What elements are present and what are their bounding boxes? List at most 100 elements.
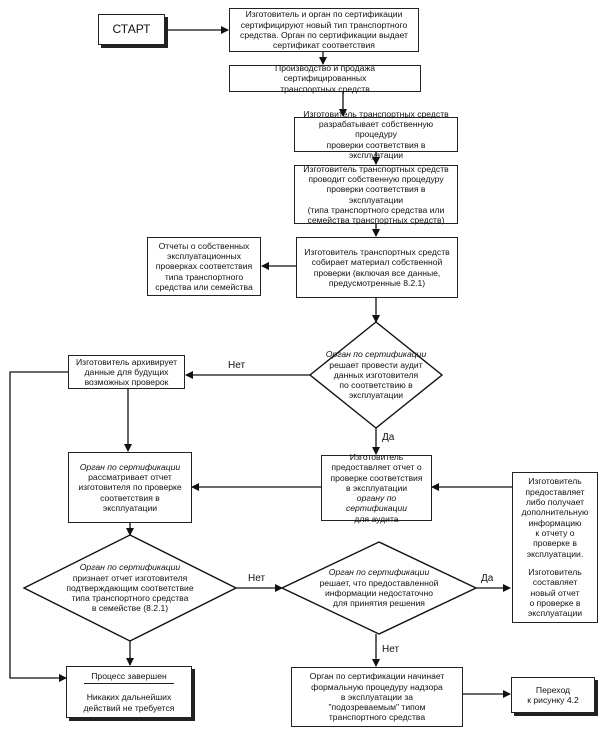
extra-line-11: новый отчет <box>530 587 580 598</box>
extra-line-1: Изготовитель <box>528 476 582 487</box>
production-line-2: транспортных средств <box>280 83 370 94</box>
archive-line-3: возможных проверок <box>84 377 169 388</box>
decision2-line-1: Орган по сертификации <box>79 562 181 573</box>
decision2-text: Орган по сертификации признает отчет изг… <box>60 558 200 618</box>
extra-line-13: эксплуатации <box>527 608 583 619</box>
production-line-1: Производство и продажа сертифицированных <box>275 63 375 84</box>
decision3-line-4: для принятия решения <box>333 598 425 609</box>
decision1-line-1: Орган по сертификации <box>325 349 427 360</box>
review-report-box: Орган по сертификации рассматривает отче… <box>68 452 192 523</box>
finished-title: Процесс завершен <box>83 671 175 685</box>
review-line-3: изготовителя по проверке <box>78 482 182 493</box>
decision3-no-label: Нет <box>382 644 400 655</box>
decision1-line-3: данных изготовителя <box>333 369 419 380</box>
reports-line-5: средства или семейства <box>155 281 253 292</box>
extra-line-6: к отчету о <box>535 528 575 539</box>
review-line-2: рассматривает отчет <box>88 472 172 483</box>
collect-line-4: предусмотренные 8.2.1) <box>328 277 426 288</box>
decision2-no-label: Нет <box>248 573 266 584</box>
conduct-line-4: (типа транспортного средства или <box>307 204 445 215</box>
reports-line-4: типа транспортного <box>164 271 244 282</box>
decision1-text: Орган по сертификации решает провести ау… <box>316 346 436 404</box>
self-check-reports-box: Отчеты о собственных эксплуатационных пр… <box>147 237 261 296</box>
reports-line-3: проверках соответствия <box>155 261 253 272</box>
provide-line-3: проверке соответствия <box>330 472 423 483</box>
decision1-diamond <box>308 321 444 429</box>
certify-line-1: Изготовитель и орган по сертификации <box>245 9 403 20</box>
provide-line-6: для аудита <box>354 513 399 524</box>
arrow-archive-to-finished <box>9 371 68 682</box>
certify-line-4: сертификат соответствия <box>273 40 375 51</box>
conduct-line-5: семейства транспортных средств) <box>307 215 445 226</box>
provide-line-5: органу по сертификации <box>345 493 408 514</box>
conduct-line-2: проводит собственную процедуру <box>308 173 444 184</box>
extra-line-10: составляет <box>532 577 578 588</box>
develop-line-1: Изготовитель транспортных средств <box>303 108 449 119</box>
provide-line-2: предоставляет отчет о <box>331 462 422 473</box>
decision2-line-3: подтверждающим соответствие <box>66 582 194 593</box>
collect-line-3: проверки (включая все данные, <box>313 267 441 278</box>
certify-line-2: сертифицируют новый тип транспортного <box>240 19 408 30</box>
provide-report-box: Изготовитель предоставляет отчет о прове… <box>321 451 432 524</box>
process-finished-box: Процесс завершен Никаких дальнейших дейс… <box>66 666 192 718</box>
decision2-line-4: типа транспортного средства <box>71 593 189 604</box>
decision3-line-1: Орган по сертификации <box>328 567 430 578</box>
extra-line-5: информацию <box>528 517 582 528</box>
decision1-line-2: решает провести аудит <box>329 359 423 370</box>
formal-line-2: формальную процедуру надзора <box>311 681 443 692</box>
finished-line-2: действий не требуется <box>83 702 175 713</box>
formal-procedure-box: Орган по сертификации начинает формальну… <box>291 667 463 727</box>
certify-new-type-box: Изготовитель и орган по сертификации сер… <box>229 8 419 52</box>
conduct-line-1: Изготовитель транспортных средств <box>303 163 449 174</box>
decision1-no-label: Нет <box>228 360 246 371</box>
formal-line-1: Орган по сертификации начинает <box>309 671 445 682</box>
decision3-diamond <box>280 541 478 635</box>
extra-line-8: эксплуатации. <box>526 548 584 559</box>
provide-line-4: в эксплуатации <box>345 482 408 493</box>
goto-figure-box: Переход к рисунку 4.2 <box>511 677 595 713</box>
review-line-4: соответствия в <box>100 492 160 503</box>
extra-line-4: дополнительную <box>521 507 589 518</box>
extra-line-7: проверке в <box>533 538 577 549</box>
reports-line-1: Отчеты о собственных <box>158 240 250 251</box>
collect-line-1: Изготовитель транспортных средств <box>304 246 450 257</box>
decision3-line-2: решает, что предоставленной <box>319 577 439 588</box>
develop-procedure-box: Изготовитель транспортных средств разраб… <box>294 109 458 160</box>
reports-line-2: эксплуатационных <box>166 251 242 262</box>
start-box: СТАРТ <box>98 14 165 45</box>
decision1-yes-label: Да <box>382 432 395 443</box>
decision3-yes-label: Да <box>481 573 494 584</box>
develop-line-2: разрабатывает собственную процедуру <box>318 119 434 140</box>
collect-material-box: Изготовитель транспортных средств собира… <box>296 237 458 298</box>
extra-line-12: о проверке в <box>529 597 581 608</box>
develop-line-3: проверки соответствия в эксплуатации <box>326 139 426 160</box>
start-label: СТАРТ <box>112 22 151 37</box>
decision1-line-4: по соответствию в <box>339 380 413 391</box>
conduct-line-3: проверки соответствия в эксплуатации <box>326 184 426 205</box>
decision3-text: Орган по сертификации решает, что предос… <box>310 565 448 611</box>
extra-line-3: либо получает <box>525 497 585 508</box>
production-sales-box: Производство и продажа сертифицированных… <box>229 63 421 94</box>
conduct-procedure-box: Изготовитель транспортных средств провод… <box>294 163 458 226</box>
collect-line-2: собирает материал собственной <box>311 257 443 268</box>
formal-line-3: в эксплуатации за <box>340 691 414 702</box>
provide-line-1: Изготовитель <box>349 451 404 462</box>
review-line-5: эксплуатации <box>102 502 158 513</box>
archive-line-1: Изготовитель архивирует <box>75 356 178 367</box>
extra-line-9: Изготовитель <box>528 566 582 577</box>
decision3-line-3: информации недостаточно <box>324 588 434 598</box>
certify-line-3: средства. Орган по сертификации выдает <box>240 30 408 40</box>
finished-line-1: Никаких дальнейших <box>86 692 172 703</box>
review-line-1: Орган по сертификации <box>79 461 181 472</box>
decision2-line-5: в семействе (8.2.1) <box>91 603 169 614</box>
extra-line-2: предоставляет <box>525 486 585 497</box>
formal-line-4: "подозреваемым" типом <box>328 702 426 713</box>
formal-line-5: транспортного средства <box>328 712 426 723</box>
decision1-line-5: эксплуатации <box>348 390 404 401</box>
archive-data-box: Изготовитель архивирует данные для будущ… <box>68 355 185 389</box>
goto-line-1: Переход <box>535 684 571 695</box>
decision2-line-2: признает отчет изготовителя <box>72 572 188 583</box>
decision2-diamond <box>22 534 238 642</box>
additional-info-box: Изготовитель предоставляет либо получает… <box>512 472 598 623</box>
